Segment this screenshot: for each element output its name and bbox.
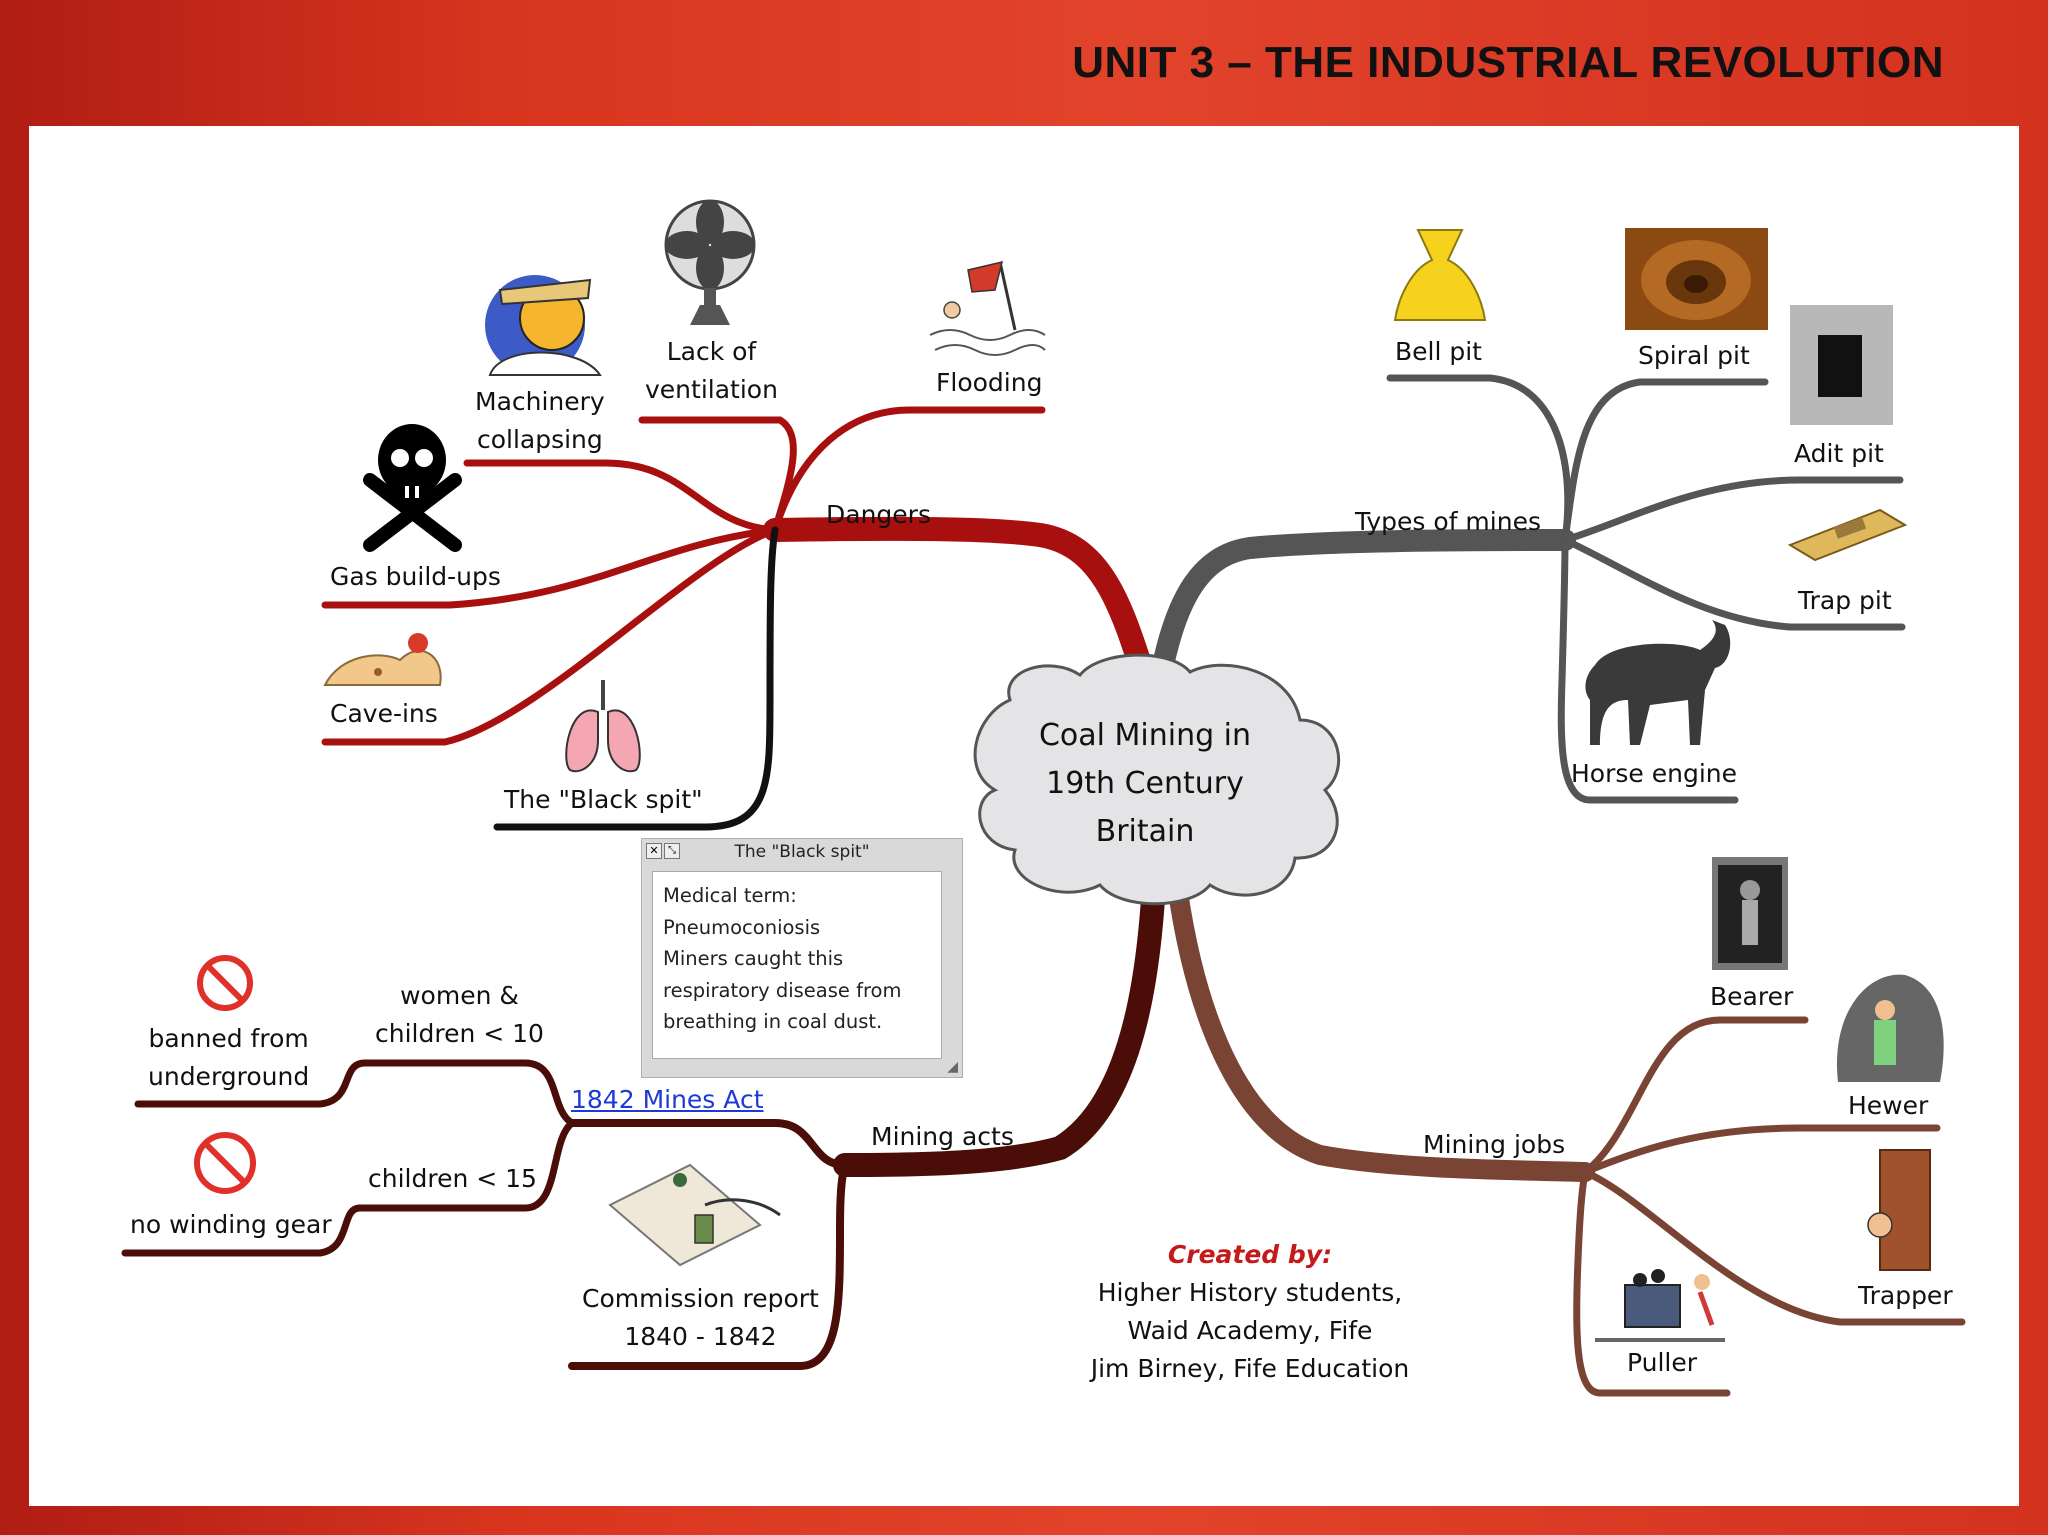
line-children15 xyxy=(356,1119,576,1212)
note-body: Medical term: Pneumoconiosis Miners caug… xyxy=(652,871,942,1059)
no-sign-icon-banned xyxy=(197,955,253,1011)
trapper-door-icon xyxy=(1867,1149,1931,1271)
line-spiral xyxy=(1561,378,1769,544)
line-gas xyxy=(321,526,779,609)
acts-label: Mining acts xyxy=(871,1122,1014,1151)
types-label: Types of mines xyxy=(1355,507,1541,536)
cave-in-rubble-icon xyxy=(323,633,442,686)
mines-act-link[interactable]: 1842 Mines Act xyxy=(571,1085,764,1114)
line-women xyxy=(361,1059,576,1127)
horse-engine-label: Horse engine xyxy=(1571,759,1737,788)
center-line-2: 19th Century xyxy=(1046,766,1244,801)
line-mines-act xyxy=(568,1119,849,1169)
center-line-3: Britain xyxy=(1096,814,1195,849)
credits-block: Created by: Higher History students, Wai… xyxy=(1050,1236,1450,1388)
credits-line-1: Higher History students, xyxy=(1097,1278,1403,1307)
dangers-branch xyxy=(321,406,1157,746)
line-hewer xyxy=(1581,1124,1941,1176)
line-bearer xyxy=(1581,1016,1809,1176)
center-cloud-shape xyxy=(973,653,1341,906)
jobs-branch xyxy=(1165,860,1966,1397)
machinery-line-2: collapsing xyxy=(476,425,603,454)
cavein-label: Cave-ins xyxy=(330,699,438,728)
bell-pit-icon xyxy=(1393,229,1487,321)
flooding-label: Flooding xyxy=(936,368,1043,397)
hewer-label: Hewer xyxy=(1848,1091,1929,1120)
line-cavein xyxy=(321,526,779,746)
dangers-trunk-taper xyxy=(1012,526,1108,588)
note-resize-grip-icon[interactable]: ◢ xyxy=(947,1059,958,1075)
line-winding xyxy=(121,1204,364,1257)
jobs-trunk xyxy=(1165,860,1595,1182)
jobs-label: Mining jobs xyxy=(1423,1130,1566,1159)
puller-label: Puller xyxy=(1627,1348,1698,1377)
winding-label: no winding gear xyxy=(130,1210,332,1239)
children15-label: children < 15 xyxy=(368,1164,537,1193)
no-sign-icon-winding xyxy=(194,1132,256,1194)
banned-label: banned from underground xyxy=(148,1020,309,1096)
note-title: The "Black spit" xyxy=(734,842,870,862)
types-branch xyxy=(1149,374,1906,804)
gas-label: Gas build-ups xyxy=(330,562,501,591)
spiral-pit-photo-icon xyxy=(1625,228,1768,330)
credits-line-2: Waid Academy, Fife xyxy=(1127,1316,1373,1345)
black-spit-note: ✕ ⤡ The "Black spit" Medical term: Pneum… xyxy=(641,838,963,1078)
women-children-label: women & children < 10 xyxy=(375,977,544,1053)
machinery-line-1: Machinery xyxy=(475,387,605,416)
ventilation-label: Lack of ventilation xyxy=(645,333,778,409)
credits-line-3: Jim Birney, Fife Education xyxy=(1090,1354,1410,1383)
flooding-flag-icon xyxy=(929,260,1046,356)
bell-pit-label: Bell pit xyxy=(1395,337,1482,366)
line-commission xyxy=(568,1161,849,1370)
commission-label: Commission report 1840 - 1842 xyxy=(582,1280,819,1356)
note-resize-icon[interactable]: ⤡ xyxy=(664,843,680,859)
credits-heading: Created by: xyxy=(1167,1240,1333,1269)
bearer-photo-icon xyxy=(1712,857,1788,970)
line-puller xyxy=(1573,1168,1731,1397)
skull-crossbones-icon xyxy=(363,424,462,552)
bearer-label: Bearer xyxy=(1710,982,1794,1011)
blackspit-label: The "Black spit" xyxy=(504,785,703,814)
adit-pit-label: Adit pit xyxy=(1794,439,1884,468)
dangers-trunk xyxy=(763,516,1157,692)
banned-line-2: underground xyxy=(148,1062,310,1091)
line-trapper xyxy=(1581,1168,1966,1326)
trapper-label: Trapper xyxy=(1858,1281,1953,1310)
adit-pit-photo-icon xyxy=(1790,305,1893,425)
hardhat-worker-icon xyxy=(485,275,602,376)
puller-cart-icon xyxy=(1595,1269,1725,1342)
stamp-document-icon xyxy=(608,1163,781,1267)
spiral-pit-label: Spiral pit xyxy=(1638,341,1750,370)
note-close-icon[interactable]: ✕ xyxy=(646,843,662,859)
commission-line-2: 1840 - 1842 xyxy=(624,1322,777,1351)
slide-title: UNIT 3 – THE INDUSTRIAL REVOLUTION xyxy=(1072,38,1944,87)
ventilation-line-2: ventilation xyxy=(645,375,778,404)
types-trunk xyxy=(1149,529,1576,691)
women-line-2: children < 10 xyxy=(375,1019,544,1048)
line-blackspit xyxy=(493,526,779,831)
horse-icon xyxy=(1585,620,1731,745)
ventilation-line-1: Lack of xyxy=(666,337,757,366)
banned-line-1: banned from xyxy=(148,1024,309,1053)
fan-icon xyxy=(664,199,756,325)
acts-trunk xyxy=(833,858,1167,1177)
dangers-label: Dangers xyxy=(826,500,931,529)
line-horse xyxy=(1557,536,1739,804)
commission-line-1: Commission report xyxy=(582,1284,819,1313)
line-banned xyxy=(134,1059,369,1108)
line-trap xyxy=(1561,536,1906,631)
line-flooding xyxy=(771,406,1046,534)
acts-branch xyxy=(121,858,1167,1370)
line-adit xyxy=(1561,476,1904,544)
center-line-1: Coal Mining in xyxy=(1039,718,1251,753)
hewer-miner-icon xyxy=(1836,974,1944,1082)
mousetrap-icon xyxy=(1787,508,1908,562)
line-machinery xyxy=(463,459,779,534)
machinery-label: Machinery collapsing xyxy=(475,383,605,459)
women-line-1: women & xyxy=(400,981,519,1010)
trap-pit-label: Trap pit xyxy=(1798,586,1892,615)
lungs-icon xyxy=(565,680,641,773)
